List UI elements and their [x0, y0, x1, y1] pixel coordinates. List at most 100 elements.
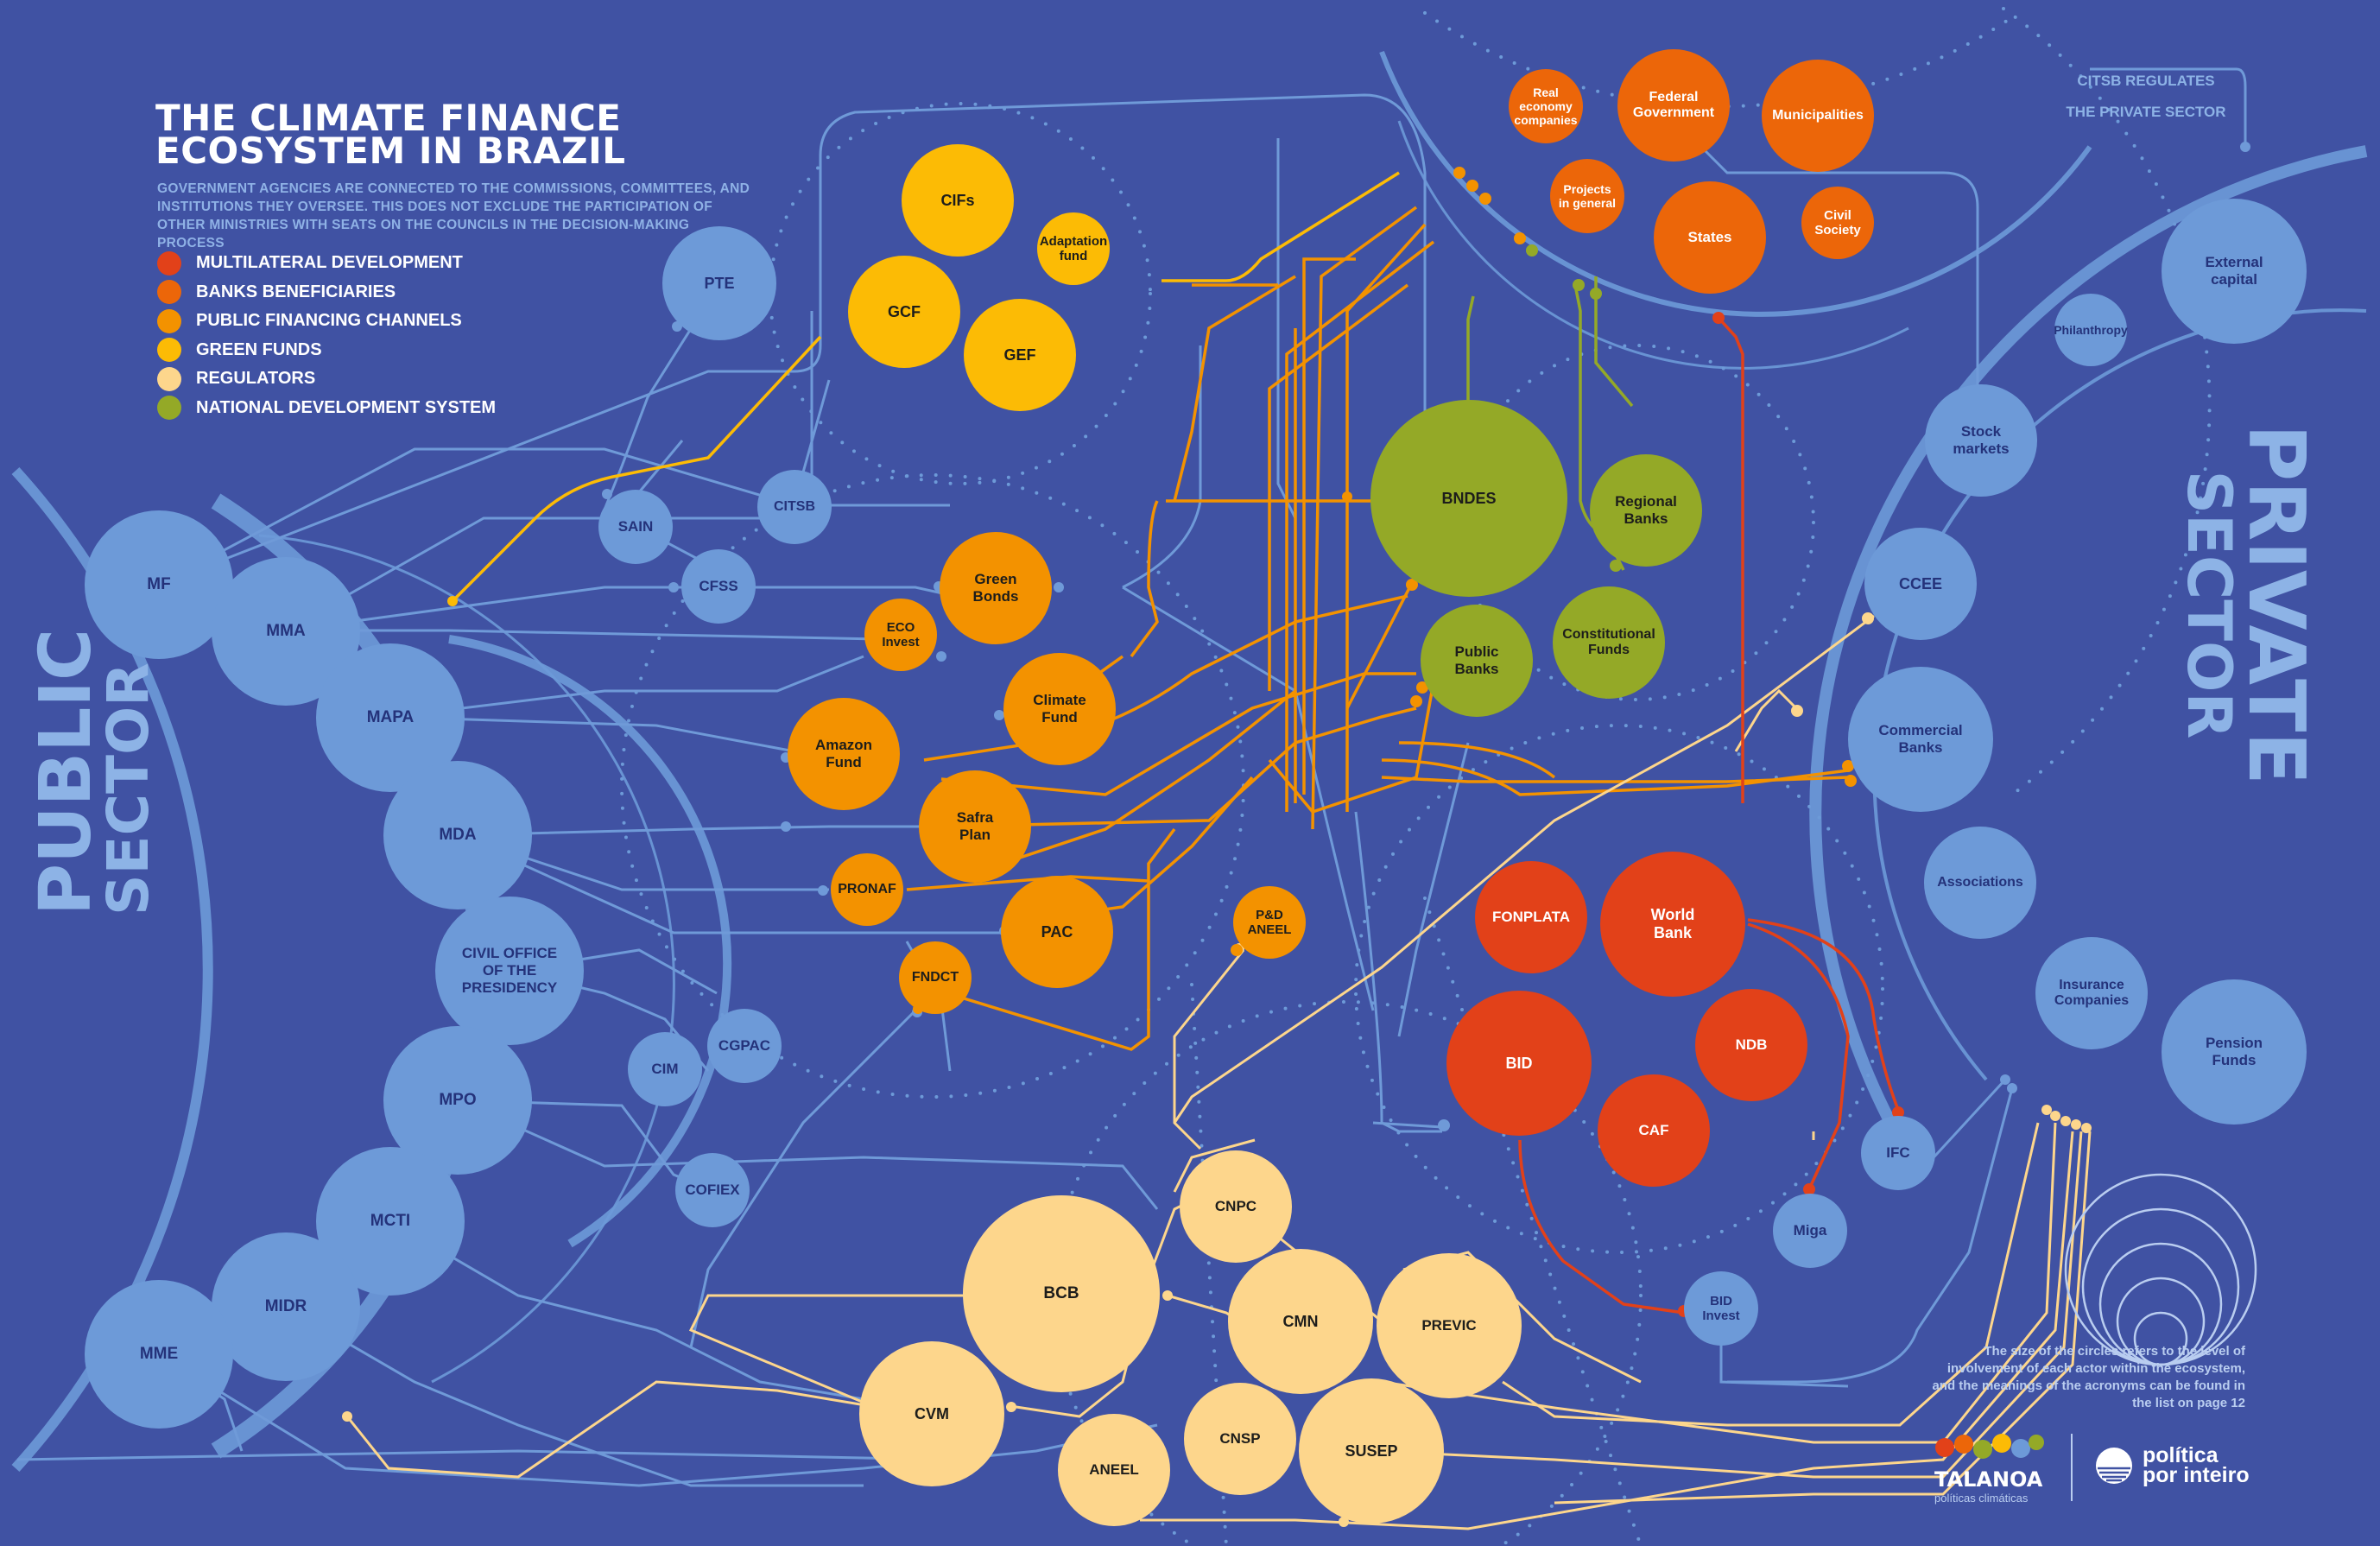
node-pte: PTE — [662, 226, 776, 340]
node-label: CGPAC — [718, 1037, 771, 1054]
node-label: External capital — [2205, 254, 2263, 288]
legend-dot — [157, 280, 181, 305]
talanoa-name: TALANOA — [1934, 1467, 2043, 1492]
public-sector-title: PUBLIC SECTOR — [25, 629, 161, 916]
node-bndes: BNDES — [1370, 400, 1567, 597]
legend-label: MULTILATERAL DEVELOPMENT — [196, 253, 463, 273]
node-label: IFC — [1886, 1144, 1910, 1161]
node-greenbonds: Green Bonds — [940, 532, 1052, 644]
node-label: Amazon Fund — [814, 737, 873, 770]
private-sector-title: PRIVATE SECTOR — [2174, 423, 2321, 786]
legend-label: NATIONAL DEVELOPMENT SYSTEM — [196, 397, 497, 417]
node-label: SUSEP — [1345, 1441, 1398, 1460]
legend-label: REGULATORS — [196, 369, 316, 389]
node-external: External capital — [2162, 199, 2307, 344]
talanoa-logo: TALANOA políticas climáticas — [1934, 1432, 2055, 1505]
legend-item-multilateral: MULTILATERAL DEVELOPMENT — [157, 249, 496, 278]
legend-label: GREEN FUNDS — [196, 339, 322, 359]
ppi-logo-mark — [2096, 1448, 2132, 1484]
yellow-connection-lines — [451, 171, 1400, 603]
node-cmn: CMN — [1228, 1249, 1373, 1394]
node-label: Commercial Banks — [1878, 722, 1963, 756]
node-cnpc: CNPC — [1180, 1150, 1292, 1263]
node-philanthropy: Philanthropy — [2054, 294, 2128, 366]
node-label: Miga — [1793, 1222, 1827, 1239]
node-citsb: CITSB — [757, 470, 832, 544]
citsb-note: CITSB REGULATES THE PRIVATE SECTOR — [2055, 66, 2237, 128]
node-label: COFIEX — [685, 1182, 740, 1198]
node-civilsociety: Civil Society — [1801, 187, 1874, 259]
node-commercial: Commercial Banks — [1848, 667, 1993, 812]
node-ccee: CCEE — [1864, 528, 1977, 640]
node-label: ANEEL — [1089, 1461, 1139, 1478]
talanoa-tagline: políticas climáticas — [1934, 1492, 2029, 1505]
node-cim: CIM — [628, 1032, 702, 1106]
node-label: GEF — [1003, 345, 1036, 364]
node-ndb: NDB — [1695, 989, 1807, 1101]
node-label: MIDR — [264, 1297, 307, 1315]
node-cgpac: CGPAC — [707, 1009, 782, 1083]
node-regional: Regional Banks — [1590, 454, 1702, 567]
node-realeconomy: Real economy companies — [1509, 69, 1583, 143]
node-pac: PAC — [1001, 876, 1113, 988]
node-label: MMA — [266, 622, 306, 640]
node-label: Regional Banks — [1615, 493, 1677, 527]
node-cofiex: COFIEX — [675, 1153, 750, 1227]
node-miga: Miga — [1773, 1194, 1847, 1268]
node-insurance: Insurance Companies — [2035, 937, 2148, 1049]
node-previc: PREVIC — [1377, 1253, 1522, 1398]
node-label: Adaptation fund — [1039, 234, 1108, 263]
node-label: States — [1687, 229, 1732, 245]
node-mme: MME — [85, 1280, 233, 1429]
node-adaptation: Adaptation fund — [1037, 212, 1110, 285]
title-line-2: ECOSYSTEM IN BRAZIL — [155, 130, 626, 172]
node-susep: SUSEP — [1299, 1378, 1444, 1524]
node-sain: SAIN — [598, 490, 673, 564]
private-sector-line-1: PRIVATE — [2231, 424, 2321, 785]
legend-item-public-financing: PUBLIC FINANCING CHANNELS — [157, 307, 496, 336]
node-label: World Bank — [1650, 906, 1695, 941]
legend-item-banks: BANKS BENEFICIARIES — [157, 278, 496, 307]
node-pronaf: PRONAF — [831, 853, 903, 926]
citsb-note-line-2: THE PRIVATE SECTOR — [2066, 104, 2226, 120]
legend-dot — [157, 338, 181, 363]
node-label: MCTI — [370, 1212, 411, 1230]
node-label: FONPLATA — [1491, 909, 1571, 925]
node-label: PRONAF — [838, 882, 896, 897]
node-label: CMN — [1282, 1312, 1319, 1330]
node-worldbank: World Bank — [1600, 852, 1745, 997]
node-label: NDB — [1735, 1036, 1768, 1053]
node-mda: MDA — [383, 761, 532, 909]
node-fonplata: FONPLATA — [1475, 861, 1587, 973]
node-safra: Safra Plan — [919, 770, 1031, 883]
node-label: Federal Government — [1632, 90, 1715, 120]
node-ifc: IFC — [1861, 1116, 1935, 1190]
node-label: Public Banks — [1454, 643, 1499, 677]
node-caf: CAF — [1598, 1074, 1710, 1187]
legend-label: PUBLIC FINANCING CHANNELS — [196, 311, 462, 331]
node-label: P&D ANEEL — [1247, 908, 1292, 937]
node-fndct: FNDCT — [899, 941, 972, 1014]
node-label: Constitutional Funds — [1562, 627, 1655, 657]
node-label: MF — [147, 575, 171, 593]
node-projects: Projects in general — [1550, 159, 1624, 233]
talanoa-logo-mark — [1935, 1434, 2044, 1459]
node-stock: Stock markets — [1925, 384, 2037, 497]
node-amazonfund: Amazon Fund — [788, 698, 900, 810]
node-label: Climate Fund — [1033, 692, 1086, 725]
node-label: Green Bonds — [972, 571, 1019, 605]
node-label: Safra Plan — [956, 809, 994, 843]
node-midr: MIDR — [212, 1232, 360, 1381]
node-label: Real economy companies — [1514, 86, 1578, 127]
ppi-name: política por inteiro — [2143, 1443, 2250, 1487]
node-cifs: CIFs — [902, 144, 1014, 257]
legend-dot — [157, 250, 181, 276]
node-label: ECO Invest — [882, 620, 920, 649]
node-label: CCEE — [1898, 574, 1942, 592]
node-label: GCF — [888, 302, 921, 320]
legend-item-regulators: REGULATORS — [157, 364, 496, 394]
node-associations: Associations — [1924, 827, 2036, 939]
footnote: The size of the circles refers to the le… — [1932, 1344, 2245, 1410]
node-fedgov: Federal Government — [1617, 49, 1730, 162]
node-bid: BID — [1446, 991, 1592, 1136]
